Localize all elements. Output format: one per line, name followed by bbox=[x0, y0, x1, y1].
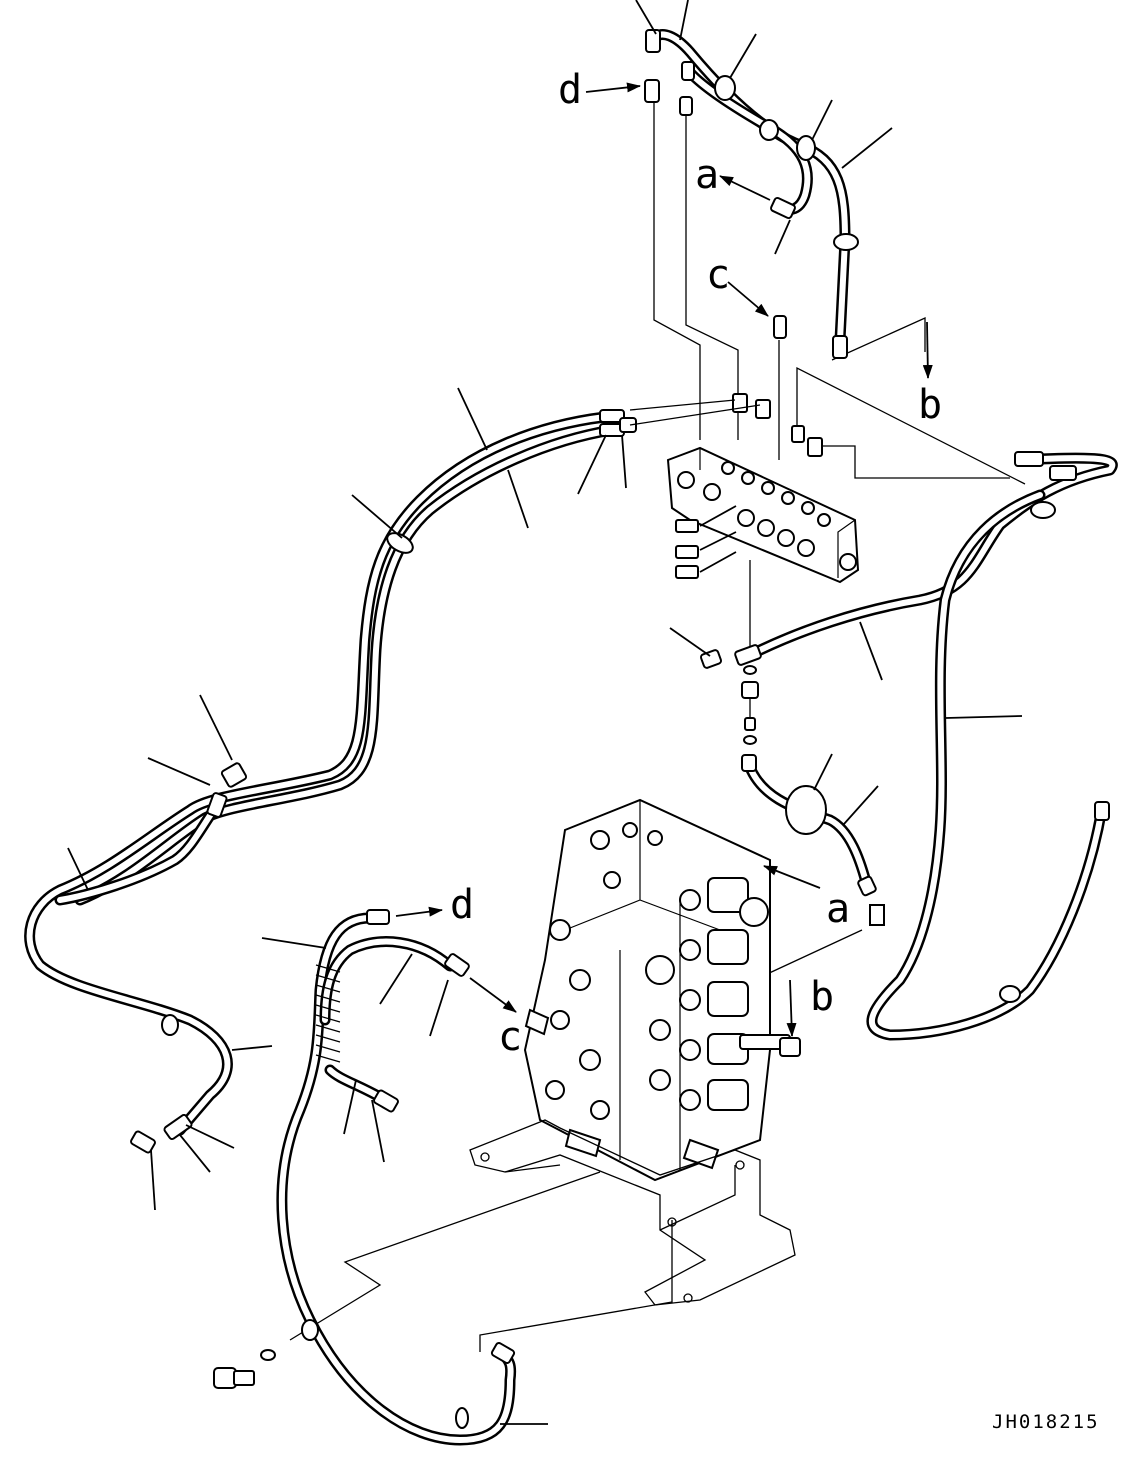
label-a-bottom: a bbox=[826, 886, 850, 932]
fitting-stack bbox=[741, 665, 885, 926]
lower-hose-assembly bbox=[213, 909, 548, 1446]
right-hose-loops bbox=[669, 451, 1118, 1041]
left-hose-loops bbox=[24, 387, 761, 1211]
label-d-top: d bbox=[558, 67, 582, 113]
label-a-top: a bbox=[695, 152, 719, 198]
drawing-code: JH018215 bbox=[992, 1411, 1100, 1433]
label-c-bottom: c bbox=[498, 1014, 522, 1060]
label-d-bottom: d bbox=[450, 882, 474, 928]
routing-lines bbox=[289, 95, 1026, 1352]
connection-labels: d a c b a d c b bbox=[450, 67, 942, 1060]
label-b-bottom: b bbox=[810, 974, 834, 1020]
upper-hose-assembly bbox=[635, 0, 893, 359]
label-c-top: c bbox=[706, 252, 730, 298]
label-b-top: b bbox=[918, 382, 942, 428]
valve-bracket bbox=[469, 1119, 796, 1306]
connection-arrows bbox=[395, 82, 933, 1037]
main-control-valve bbox=[523, 798, 801, 1182]
pilot-valve-block bbox=[666, 393, 860, 584]
